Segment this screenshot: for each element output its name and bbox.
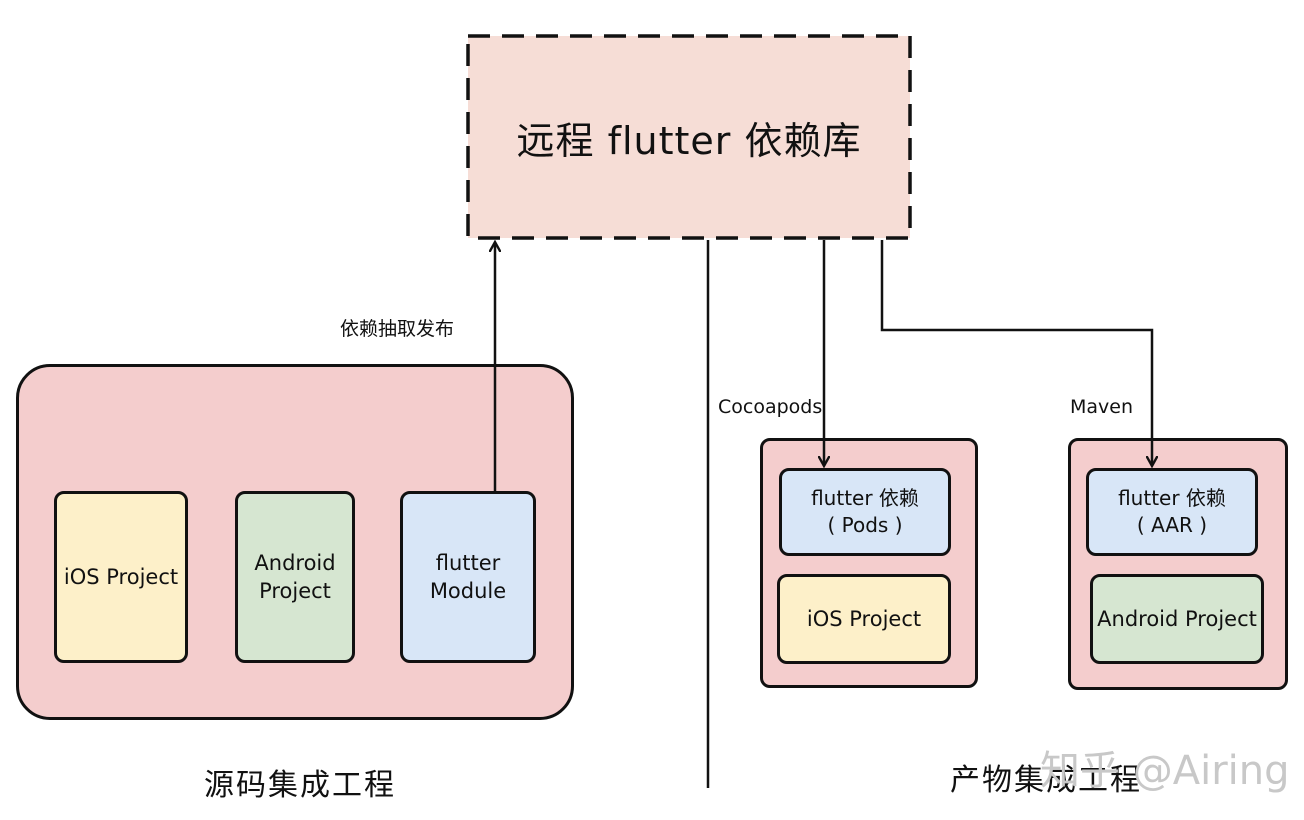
ios-project-label: iOS Project [63, 564, 179, 589]
artifact-integration-caption: 产物集成工程 [950, 763, 1142, 798]
cocoapods-label: Cocoapods [718, 396, 823, 418]
android-project-label: Android Project [254, 550, 336, 603]
artifact-android-project-label: Android Project [1097, 606, 1257, 631]
remote-repo-title: 远程 flutter 依赖库 [516, 118, 862, 163]
flutter-aar-dependency-card: flutter 依赖 ( AAR ) [1086, 468, 1258, 556]
artifact-ios-project-card: iOS Project [777, 574, 951, 664]
android-project-card: Android Project [235, 491, 355, 663]
flutter-pods-label: flutter 依赖 ( Pods ) [811, 486, 919, 537]
watermark: 知乎 @Airing [1040, 748, 1290, 794]
flutter-module-card: flutter Module [400, 491, 536, 663]
maven-label: Maven [1070, 396, 1134, 418]
source-integration-caption: 源码集成工程 [204, 768, 396, 803]
maven-arrow [880, 240, 1152, 466]
publish-label: 依赖抽取发布 [340, 318, 455, 340]
remote-flutter-repo-box: 远程 flutter 依赖库 [468, 36, 910, 238]
ios-project-card: iOS Project [54, 491, 188, 663]
flutter-aar-label: flutter 依赖 ( AAR ) [1118, 486, 1226, 537]
artifact-android-project-card: Android Project [1090, 574, 1264, 664]
flutter-pods-dependency-card: flutter 依赖 ( Pods ) [779, 468, 951, 556]
artifact-ios-project-label: iOS Project [806, 606, 922, 631]
flutter-module-label: flutter Module [429, 550, 507, 603]
